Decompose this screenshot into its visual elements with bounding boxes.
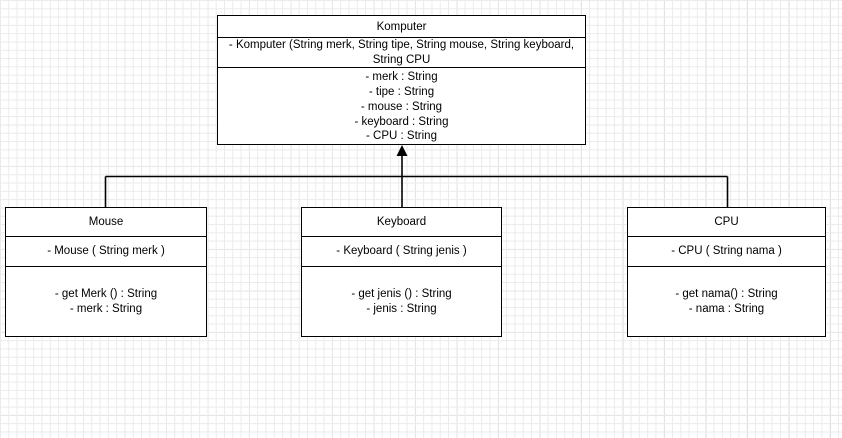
- member-item: - keyboard : String: [354, 115, 449, 128]
- class-name-cpu: CPU: [714, 215, 739, 228]
- constructor-line-1: - Komputer (String merk, String tipe, St…: [228, 38, 575, 51]
- member-item: - merk : String: [365, 71, 438, 84]
- class-members-cpu: - get nama() : String - nama : String: [628, 266, 825, 336]
- class-name-mouse: Mouse: [88, 215, 124, 228]
- class-constructor-mouse: - Mouse ( String merk ): [6, 236, 206, 266]
- member-item: - get Merk () : String: [54, 288, 158, 300]
- class-constructor-komputer: - Komputer (String merk, String tipe, St…: [218, 37, 585, 67]
- member-item: - nama : String: [688, 302, 765, 315]
- class-name-keyboard: Keyboard: [376, 215, 427, 228]
- class-box-mouse[interactable]: Mouse - Mouse ( String merk ) - get Merk…: [5, 207, 207, 337]
- class-members-keyboard: - get jenis () : String - jenis : String: [302, 266, 501, 336]
- class-box-cpu[interactable]: CPU - CPU ( String nama ) - get nama() :…: [627, 207, 826, 337]
- member-item: - get jenis () : String: [351, 288, 452, 300]
- class-members-komputer: - merk : String - tipe : String - mouse …: [218, 67, 585, 144]
- member-item: - tipe : String: [368, 86, 435, 99]
- member-item: - merk : String: [69, 302, 143, 315]
- member-item: - get nama() : String: [675, 288, 778, 300]
- class-constructor-cpu: - CPU ( String nama ): [628, 236, 825, 266]
- class-box-keyboard[interactable]: Keyboard - Keyboard ( String jenis ) - g…: [301, 207, 502, 337]
- member-item: - CPU : String: [366, 130, 437, 143]
- class-members-mouse: - get Merk () : String - merk : String: [6, 266, 206, 336]
- member-item: - mouse : String: [360, 100, 443, 113]
- member-item: - jenis : String: [366, 302, 437, 315]
- constructor-line-2: String CPU: [372, 53, 431, 66]
- class-box-komputer[interactable]: Komputer - Komputer (String merk, String…: [217, 15, 586, 145]
- class-constructor-keyboard: - Keyboard ( String jenis ): [302, 236, 501, 266]
- generalization-arrowhead-icon: [396, 145, 408, 156]
- class-name-komputer: Komputer: [376, 20, 427, 33]
